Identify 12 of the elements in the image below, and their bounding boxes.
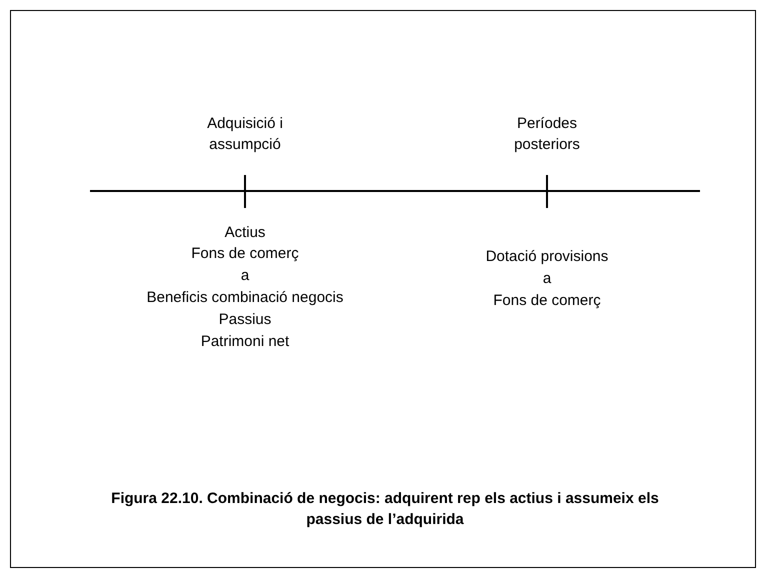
timeline-label: a [240,266,250,286]
timeline-label: Passius [218,310,272,330]
timeline-label: Fons de comerç [493,291,601,311]
timeline-label: Fons de comerç [191,244,299,264]
timeline-label: Períodes posteriors [513,114,581,155]
timeline-label: Patrimoni net [200,332,290,352]
timeline-label: Beneficis combinació negocis [146,288,344,308]
timeline-label: Adquisició i assumpció [206,114,284,155]
timeline-label: Dotació provisions [486,247,608,267]
timeline-label: a [542,269,552,289]
timeline-label: Actius [224,223,266,243]
figure-caption: Figura 22.10. Combinació de negocis: adquirent rep els actius i assumeix els passius de l’adquirida [110,489,660,530]
